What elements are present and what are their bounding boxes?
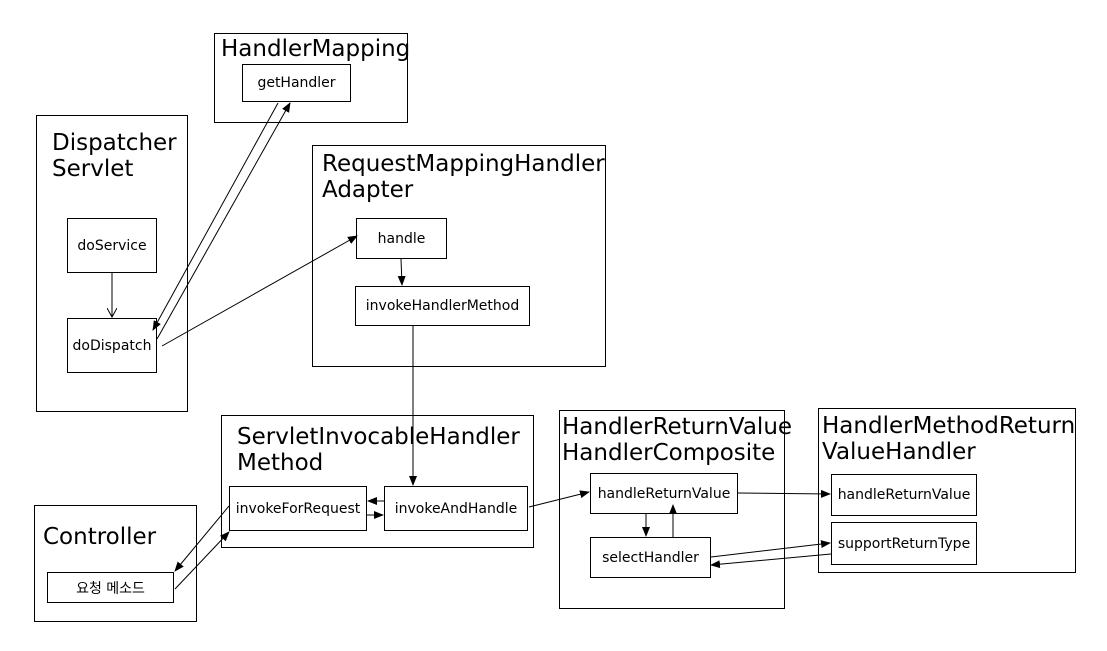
- request-method-box[interactable]: 요청 메소드: [47, 572, 174, 603]
- do-dispatch-box[interactable]: doDispatch: [67, 318, 157, 373]
- request-mapping-adapter-title: RequestMappingHandler Adapter: [322, 151, 605, 203]
- do-service-box[interactable]: doService: [67, 218, 157, 273]
- handle-box[interactable]: handle: [356, 218, 447, 259]
- handle-return-value-box[interactable]: handleReturnValue: [831, 474, 977, 516]
- controller-container: Controller: [34, 505, 197, 622]
- servlet-invocable-title: ServletInvocableHandler Method: [237, 424, 520, 476]
- invoke-for-request-box[interactable]: invokeForRequest: [229, 486, 367, 531]
- controller-title: Controller: [43, 524, 157, 550]
- dispatcher-servlet-title: Dispatcher Servlet: [52, 130, 177, 182]
- support-return-type-box[interactable]: supportReturnType: [831, 522, 977, 565]
- get-handler-box[interactable]: getHandler: [242, 64, 351, 102]
- handler-mapping-title: HandlerMapping: [221, 36, 411, 62]
- invoke-handler-method-box[interactable]: invokeHandlerMethod: [355, 286, 530, 326]
- method-return-handler-title: HandlerMethodReturn ValueHandler: [822, 413, 1076, 465]
- return-composite-title: HandlerReturnValue HandlerComposite: [562, 414, 793, 466]
- composite-handle-return-value-box[interactable]: handleReturnValue: [590, 473, 738, 514]
- invoke-and-handle-box[interactable]: invokeAndHandle: [384, 486, 528, 531]
- select-handler-box[interactable]: selectHandler: [590, 537, 711, 578]
